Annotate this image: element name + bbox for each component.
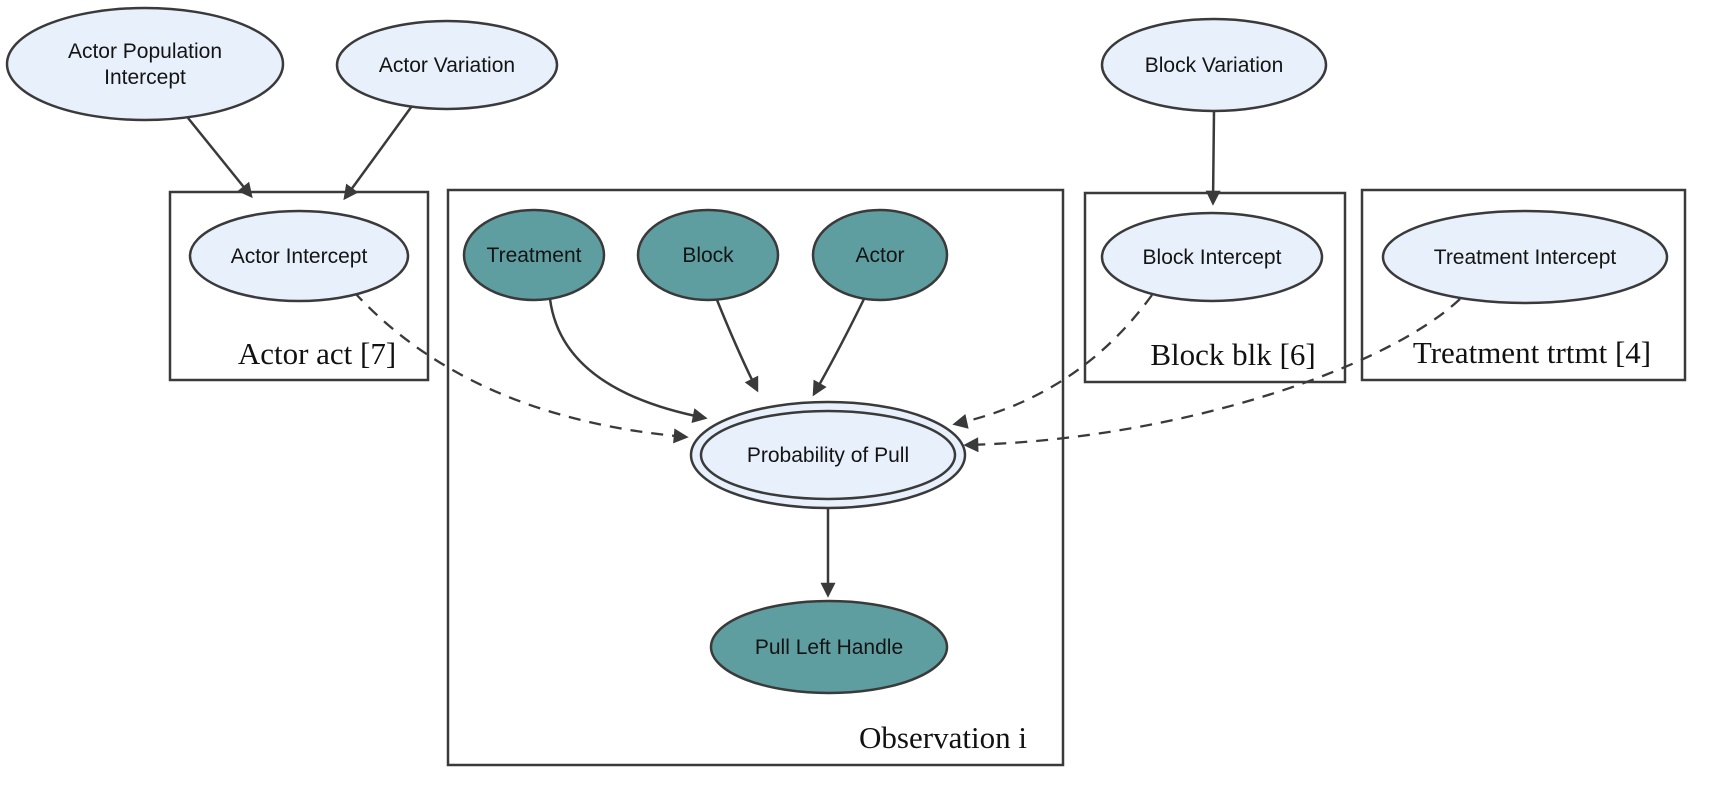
edge-treatment-intercept-to-probability-of-pull-dashed: [963, 298, 1461, 453]
node-block-intercept: Block Intercept: [1100, 211, 1324, 303]
node-actor-population-intercept-label-line2: Intercept: [104, 66, 186, 89]
node-block-variation-label: Block Variation: [1145, 54, 1284, 77]
node-treatment-intercept: Treatment Intercept: [1381, 209, 1669, 305]
node-block-shape: [636, 208, 780, 302]
node-actor-population-intercept: Actor Population Intercept: [5, 6, 285, 122]
node-treatment: Treatment: [462, 208, 606, 302]
node-treatment-shape: [462, 208, 606, 302]
node-treatment-intercept-label: Treatment Intercept: [1434, 246, 1617, 269]
plate-treatment-border: [1360, 188, 1687, 382]
plate-actor-label: Actor act [7]: [238, 336, 396, 371]
node-block-label: Block: [682, 244, 734, 267]
node-block-intercept-shape: [1100, 211, 1324, 303]
node-probability-of-pull-inner-shape: [699, 409, 957, 501]
node-actor-variation-shape: [335, 19, 559, 111]
node-block-variation-shape: [1100, 17, 1328, 113]
edge-block-variation-to-block-intercept: [1205, 110, 1221, 206]
plate-actor-border: [168, 190, 430, 382]
plate-block-label: Block blk [6]: [1150, 337, 1315, 372]
node-treatment-intercept-shape: [1381, 209, 1669, 305]
node-pull-left-handle-label: Pull Left Handle: [755, 636, 903, 659]
node-block-variation: Block Variation: [1100, 17, 1328, 113]
edge-treatment-to-probability-of-pull: [548, 298, 708, 423]
node-actor: Actor: [811, 208, 949, 302]
node-probability-of-pull: Probability of Pull: [689, 400, 967, 510]
node-actor-population-intercept-shape: [5, 6, 285, 122]
node-probability-of-pull-label: Probability of Pull: [747, 444, 909, 467]
edge-actor-population-intercept-to-actor-intercept: [187, 117, 253, 199]
node-actor-intercept-shape: [188, 209, 410, 303]
node-block: Block: [636, 208, 780, 302]
node-actor-population-intercept-label-line1: Actor Population: [68, 40, 222, 63]
node-actor-shape: [811, 208, 949, 302]
plate-observation-border: [446, 188, 1065, 767]
node-probability-of-pull-outer-shape: [689, 400, 967, 510]
node-pull-left-handle-shape: [709, 599, 949, 695]
node-pull-left-handle: Pull Left Handle: [709, 599, 949, 695]
edge-block-to-probability-of-pull: [715, 299, 759, 393]
node-actor-intercept: Actor Intercept: [188, 209, 410, 303]
node-actor-intercept-label: Actor Intercept: [231, 245, 368, 268]
plate-observation-label: Observation i: [859, 720, 1027, 755]
edge-actor-variation-to-actor-intercept: [343, 105, 414, 201]
plate-treatment: Treatment trtmt [4]: [1360, 188, 1687, 382]
node-actor-variation-label: Actor Variation: [379, 54, 515, 77]
plate-observation: Observation i: [446, 188, 1065, 767]
node-treatment-label: Treatment: [487, 244, 582, 267]
plate-treatment-label: Treatment trtmt [4]: [1413, 335, 1651, 370]
node-block-intercept-label: Block Intercept: [1143, 246, 1282, 269]
node-actor-label: Actor: [855, 244, 904, 267]
edge-actor-to-probability-of-pull: [812, 298, 866, 397]
node-actor-variation: Actor Variation: [335, 19, 559, 111]
plate-block: Block blk [6]: [1083, 191, 1347, 384]
edge-block-intercept-to-probability-of-pull-dashed: [952, 294, 1153, 429]
edge-actor-intercept-to-probability-of-pull-dashed: [353, 291, 689, 444]
plate-actor: Actor act [7]: [168, 190, 430, 382]
